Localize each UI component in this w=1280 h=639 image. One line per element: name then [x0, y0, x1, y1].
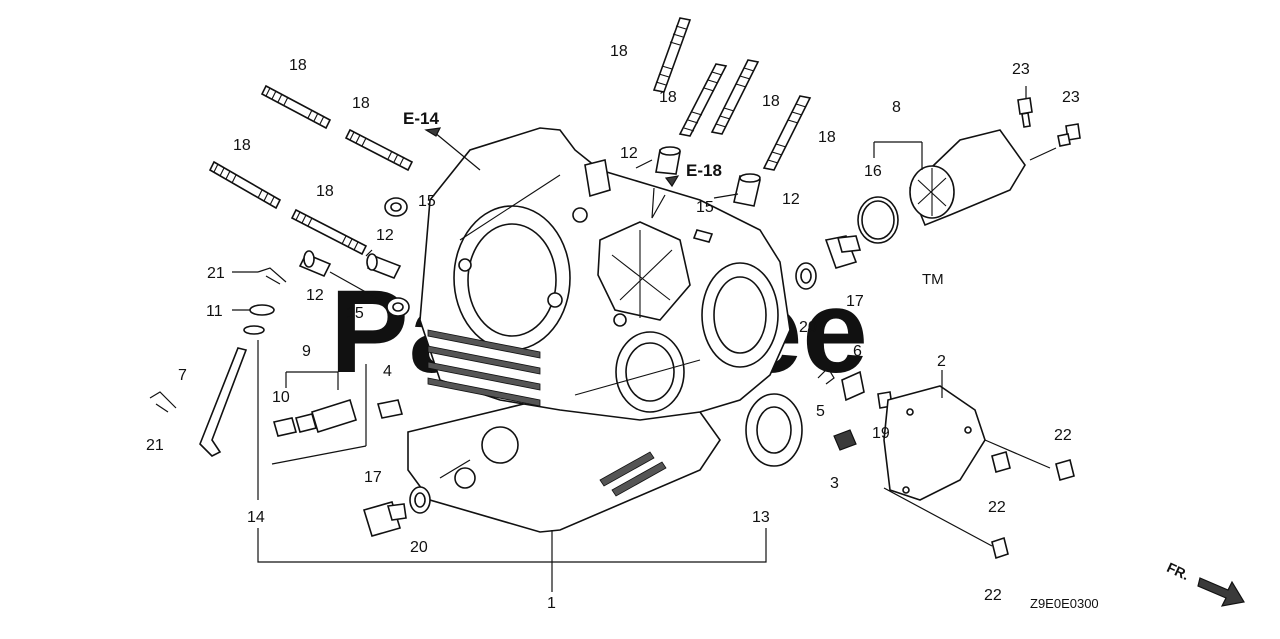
callout-8[interactable]: 8 — [892, 99, 901, 116]
callout-11[interactable]: 11 — [206, 303, 223, 320]
oil-seal-13[interactable] — [745, 393, 803, 467]
ref-e18[interactable]: E-18 — [686, 161, 722, 180]
callout-12-d[interactable]: 12 — [306, 287, 324, 304]
stud-18-a[interactable] — [260, 84, 332, 130]
drain-plug-17-left[interactable] — [362, 501, 407, 537]
ref-e14[interactable]: E-14 — [403, 109, 439, 128]
stud-18-g[interactable] — [710, 59, 760, 135]
washer-15-a[interactable] — [384, 197, 408, 217]
stud-18-c[interactable] — [208, 160, 282, 210]
stud-18-b[interactable] — [344, 128, 414, 172]
crankcase[interactable] — [407, 127, 791, 533]
callout-23-b[interactable]: 23 — [1062, 89, 1080, 106]
callout-18-d[interactable]: 18 — [316, 183, 334, 200]
callout-17-left[interactable]: 17 — [364, 469, 382, 486]
nipple-4[interactable] — [376, 399, 404, 419]
callout-18-b[interactable]: 18 — [352, 95, 370, 112]
dowel-12-c[interactable] — [298, 250, 332, 278]
front-label: FR. — [1165, 559, 1192, 583]
ring-11b[interactable] — [243, 325, 265, 335]
callout-19[interactable]: 19 — [872, 425, 890, 442]
callout-1[interactable]: 1 — [547, 595, 556, 612]
front-arrow: FR. — [1165, 559, 1245, 607]
callout-2[interactable]: 2 — [937, 353, 946, 370]
breather-cover-8[interactable] — [909, 129, 1026, 227]
callout-15-a[interactable]: 15 — [418, 193, 436, 210]
callout-9[interactable]: 9 — [302, 343, 311, 360]
callout-18-f[interactable]: 18 — [659, 89, 677, 106]
stud-18-f[interactable] — [678, 63, 728, 137]
ring-11[interactable] — [249, 304, 275, 316]
callout-15-c[interactable]: 15 — [346, 305, 364, 322]
e18-arrow — [664, 175, 680, 188]
callout-15-b[interactable]: 15 — [696, 199, 714, 216]
stud-18-d[interactable] — [290, 208, 368, 256]
callout-22-a[interactable]: 22 — [1054, 427, 1072, 444]
dowel-12-b[interactable] — [733, 173, 761, 207]
callout-5[interactable]: 5 — [816, 403, 825, 420]
callout-22-c[interactable]: 22 — [984, 587, 1002, 604]
clip-21-a[interactable] — [257, 267, 287, 285]
oil-switch-9[interactable] — [295, 398, 357, 434]
washer-20-left[interactable] — [409, 486, 431, 514]
bolt-22-a[interactable] — [991, 451, 1011, 473]
callout-14[interactable]: 14 — [247, 509, 265, 526]
stud-18-e[interactable] — [652, 17, 692, 93]
leader-lines — [232, 86, 1057, 592]
callout-7[interactable]: 7 — [178, 367, 187, 384]
dipstick-tube-7[interactable] — [199, 347, 248, 457]
callout-13[interactable]: 13 — [752, 509, 770, 526]
callout-16[interactable]: 16 — [864, 163, 882, 180]
callout-20-right[interactable]: 20 — [799, 319, 817, 336]
bracket-6[interactable] — [841, 370, 865, 402]
stud-18-h[interactable] — [762, 95, 812, 171]
washer-15-b[interactable] — [692, 229, 714, 243]
bolt-23-a[interactable] — [1017, 97, 1033, 128]
bolt-22-c[interactable] — [991, 536, 1009, 560]
dowel-12-d[interactable] — [366, 253, 402, 280]
callout-20-left[interactable]: 20 — [410, 539, 428, 556]
callout-4[interactable]: 4 — [383, 363, 392, 380]
callout-12-c[interactable]: 12 — [376, 227, 394, 244]
callout-3[interactable]: 3 — [830, 475, 839, 492]
callout-18-a[interactable]: 18 — [289, 57, 307, 74]
callout-12-a[interactable]: 12 — [620, 145, 638, 162]
drawing-code: Z9E0E0300 — [1030, 596, 1099, 611]
fitting-10[interactable] — [272, 417, 298, 437]
e14-arrow — [424, 127, 442, 137]
side-cover-2[interactable] — [883, 385, 986, 501]
grommet-3[interactable] — [833, 429, 857, 451]
drain-plug-17-right[interactable] — [824, 235, 862, 269]
callout-21-a[interactable]: 21 — [207, 265, 225, 282]
callout-22-b[interactable]: 22 — [988, 499, 1006, 516]
clip-5[interactable] — [817, 367, 835, 385]
callout-18-g[interactable]: 18 — [762, 93, 780, 110]
bolt-22-b[interactable] — [1055, 459, 1075, 481]
callout-18-c[interactable]: 18 — [233, 137, 251, 154]
callout-23-a[interactable]: 23 — [1012, 61, 1030, 78]
callout-17-right[interactable]: 17 — [846, 293, 864, 310]
bolt-23-b[interactable] — [1057, 123, 1081, 147]
callout-21-b[interactable]: 21 — [146, 437, 164, 454]
callout-18-e[interactable]: 18 — [610, 43, 628, 60]
washer-20-right[interactable] — [795, 262, 817, 290]
callout-18-h[interactable]: 18 — [818, 129, 836, 146]
o-ring-16[interactable] — [857, 196, 899, 244]
callout-12-b[interactable]: 12 — [782, 191, 800, 208]
trademark: TM — [922, 271, 944, 288]
callout-10[interactable]: 10 — [272, 389, 290, 406]
washer-15-c[interactable] — [386, 297, 410, 317]
dowel-12-a[interactable] — [655, 146, 681, 175]
callout-6[interactable]: 6 — [853, 343, 862, 360]
clip-21-b[interactable] — [149, 391, 177, 413]
